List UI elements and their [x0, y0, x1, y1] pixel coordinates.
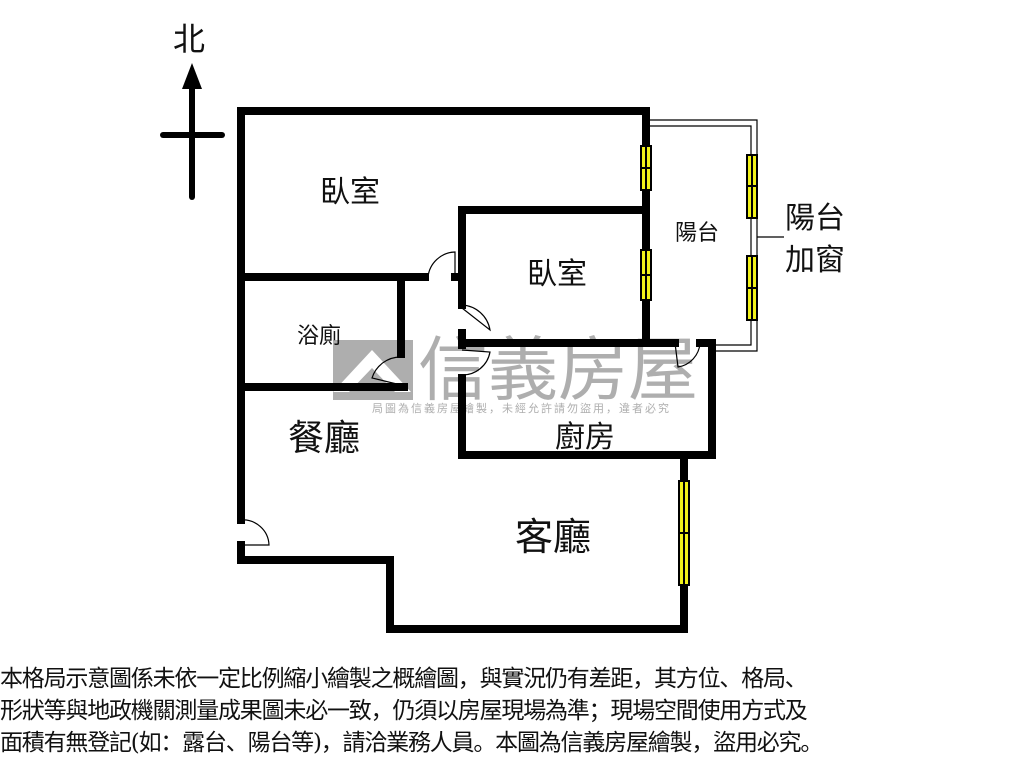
callout-line-1: 陽台 — [785, 201, 845, 236]
walls — [237, 107, 716, 633]
disclaimer-line: 面積有無登記(如：露台、陽台等)，請洽業務人員。本圖為信義房屋繪製，盜用必究。 — [0, 730, 823, 756]
balcony-rail — [646, 119, 784, 352]
room-label-bathroom: 浴廁 — [297, 324, 341, 349]
north-arrow-icon — [182, 63, 202, 89]
north-compass: 北 — [160, 20, 225, 200]
room-label-balcony: 陽台 — [675, 221, 719, 246]
room-label-dining: 餐廳 — [288, 418, 360, 459]
disclaimer: 本格局示意圖係未依一定比例縮小繪製之概繪圖，與實況仍有差距，其方位、格局、 形狀… — [0, 663, 1024, 759]
room-label-living: 客廳 — [515, 515, 591, 559]
disclaimer-line: 形狀等與地政機關測量成果圖未必一致，仍須以房屋現場為準；現場空間使用方式及 — [0, 698, 808, 724]
room-label-kitchen: 廚房 — [555, 420, 615, 455]
floor-plan: 信義房屋 局圖為信義房屋繪製，未經允許請勿盜用，違者必究 北 — [160, 20, 845, 633]
north-label: 北 — [173, 20, 205, 58]
disclaimer-line: 本格局示意圖係未依一定比例縮小繪製之概繪圖，與實況仍有差距，其方位、格局、 — [0, 666, 808, 692]
callout-line-2: 加窗 — [785, 243, 845, 278]
doors — [240, 251, 701, 546]
windows — [640, 145, 758, 586]
room-label-bedroom-2: 臥室 — [527, 257, 587, 292]
room-label-bedroom-1: 臥室 — [320, 175, 380, 210]
watermark-text: 局圖為信義房屋繪製，未經允許請勿盜用，違者必究 — [372, 401, 671, 415]
